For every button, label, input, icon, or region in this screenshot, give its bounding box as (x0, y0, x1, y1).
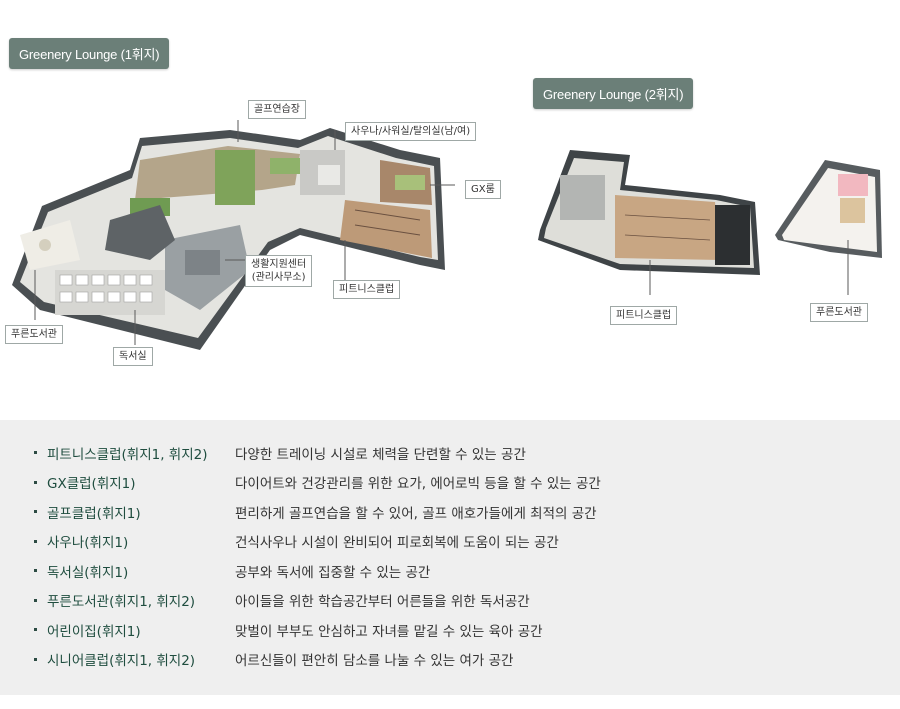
bullet-icon (34, 598, 37, 602)
facility-name: 시니어클럽(휘지1, 휘지2) (47, 653, 196, 670)
facility-name: 푸른도서관(휘지1, 휘지2) (47, 594, 196, 611)
list-item: 골프클럽(휘지1) 편리하게 골프연습을 할 수 있어, 골프 애호가들에게 최적… (34, 497, 900, 527)
label-library-1f: 푸른도서관 (5, 325, 63, 344)
bullet-icon (34, 657, 37, 661)
list-item: 푸른도서관(휘지1, 휘지2) 아이들을 위한 학습공간부터 어른들을 위한 독서… (34, 586, 900, 616)
label-fitness-club-1f: 피트니스클럽 (333, 280, 401, 299)
facility-name: 골프클럽(휘지1) (47, 505, 141, 522)
bullet-icon (34, 628, 37, 632)
facility-name: 독서실(휘지1) (47, 564, 129, 581)
facility-list-panel: 피트니스클럽(휘지1, 휘지2) 다양한 트레이닝 시설로 체력을 단련할 수 있… (0, 420, 900, 695)
facility-desc: 다양한 트레이닝 시설로 체력을 단련할 수 있는 공간 (235, 446, 526, 463)
bullet-icon (34, 539, 37, 543)
label-support-center: 생활지원센터 (관리사무소) (245, 255, 313, 287)
floor1-title: Greenery Lounge (1휘지) (9, 38, 170, 69)
list-item: 시니어클럽(휘지1, 휘지2) 어르신들이 편안히 담소를 나눌 수 있는 여가 … (34, 645, 900, 675)
label-fitness-club-2f: 피트니스클럽 (610, 306, 678, 325)
list-item: 사우나(휘지1) 건식사우나 시설이 완비되어 피로회복에 도움이 되는 공간 (34, 527, 900, 557)
facility-desc: 공부와 독서에 집중할 수 있는 공간 (235, 564, 431, 581)
facility-name: 어린이집(휘지1) (47, 623, 141, 640)
label-golf-practice: 골프연습장 (248, 100, 306, 119)
floor-plan-area: Greenery Lounge (1휘지) Greenery Lounge (2… (5, 38, 882, 366)
facility-name: GX클럽(휘지1) (47, 476, 136, 493)
list-item: 어린이집(휘지1) 맞벌이 부부도 안심하고 자녀를 맡길 수 있는 육아 공간 (34, 615, 900, 645)
facility-name: 사우나(휘지1) (47, 535, 129, 552)
list-item: 피트니스클럽(휘지1, 휘지2) 다양한 트레이닝 시설로 체력을 단련할 수 있… (34, 438, 900, 468)
facility-list: 피트니스클럽(휘지1, 휘지2) 다양한 트레이닝 시설로 체력을 단련할 수 있… (0, 420, 900, 674)
bullet-icon (34, 480, 37, 484)
list-item: GX클럽(휘지1) 다이어트와 건강관리를 위한 요가, 에어로빅 등을 할 수 … (34, 468, 900, 498)
facility-desc: 건식사우나 시설이 완비되어 피로회복에 도움이 되는 공간 (235, 535, 559, 552)
floor1-plan-image (12, 120, 455, 350)
label-reading-room: 독서실 (113, 347, 153, 366)
bullet-icon (34, 569, 37, 573)
label-library-2f: 푸른도서관 (810, 303, 868, 322)
facility-name: 피트니스클럽(휘지1, 휘지2) (47, 446, 208, 463)
list-item: 독서실(휘지1) 공부와 독서에 집중할 수 있는 공간 (34, 556, 900, 586)
label-gx-room: GX룸 (465, 180, 501, 199)
bullet-icon (34, 510, 37, 514)
bullet-icon (34, 451, 37, 455)
facility-desc: 편리하게 골프연습을 할 수 있어, 골프 애호가들에게 최적의 공간 (235, 505, 597, 522)
floor2-title: Greenery Lounge (2휘지) (533, 78, 694, 109)
facility-desc: 맞벌이 부부도 안심하고 자녀를 맡길 수 있는 육아 공간 (235, 623, 543, 640)
facility-desc: 어르신들이 편안히 담소를 나눌 수 있는 여가 공간 (235, 653, 514, 670)
label-sauna: 사우나/사워실/탈의실(남/여) (345, 122, 477, 141)
floor2-plan-image (538, 150, 882, 295)
facility-desc: 다이어트와 건강관리를 위한 요가, 에어로빅 등을 할 수 있는 공간 (235, 476, 601, 493)
facility-desc: 아이들을 위한 학습공간부터 어른들을 위한 독서공간 (235, 594, 530, 611)
